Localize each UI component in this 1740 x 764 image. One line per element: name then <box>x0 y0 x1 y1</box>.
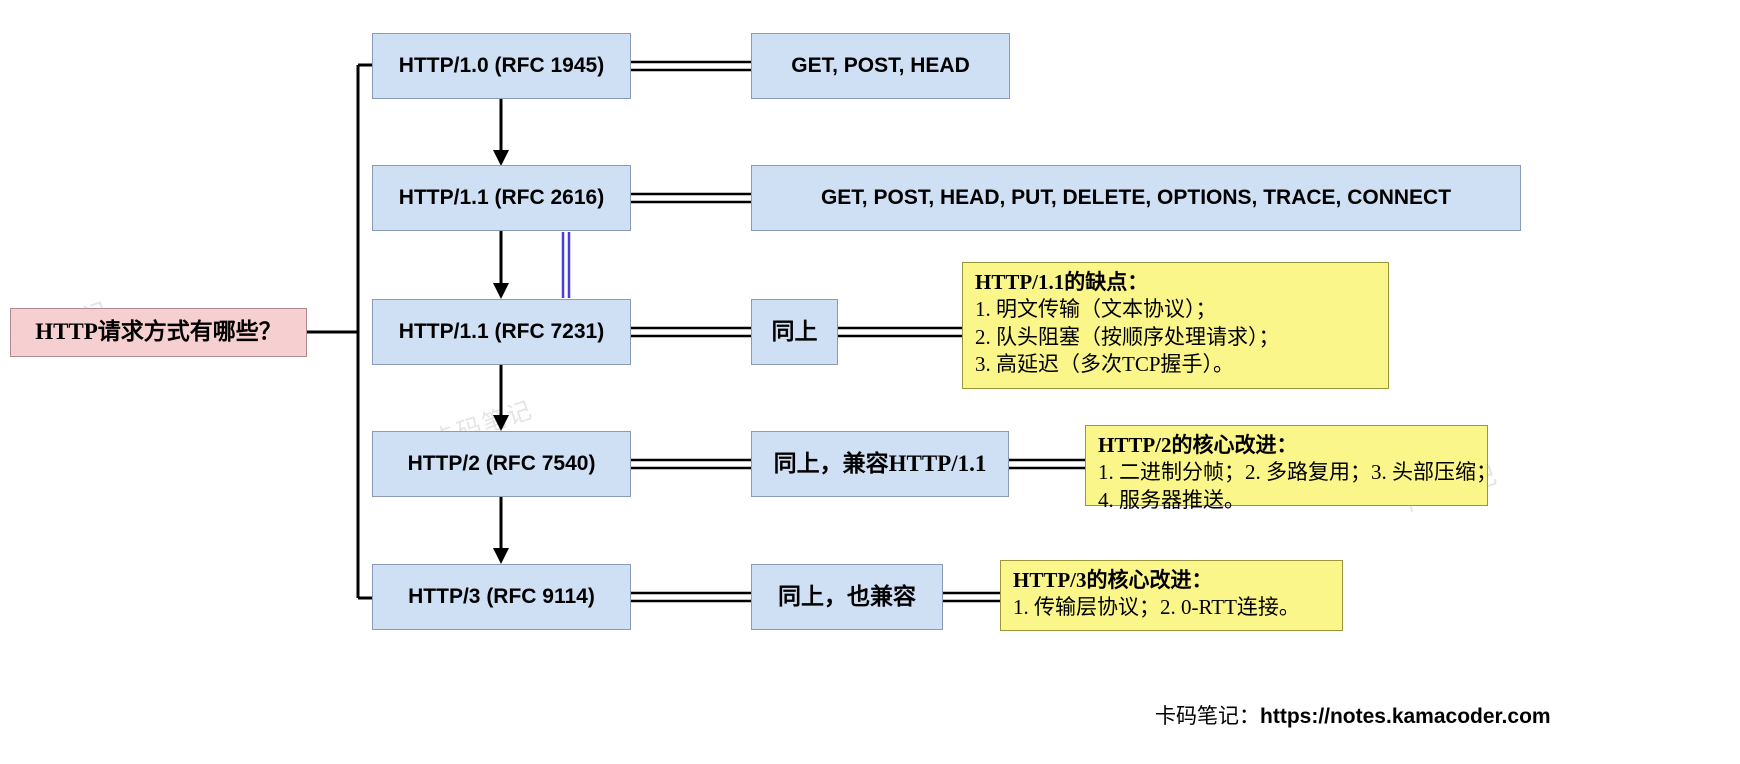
note-http2-line-1: 1. 二进制分帧；2. 多路复用；3. 头部压缩； <box>1098 460 1497 485</box>
root-node[interactable]: HTTP请求方式有哪些？ <box>10 308 307 357</box>
note-http11-heading: HTTP/1.1的缺点： <box>975 270 1149 294</box>
node-http3-label: HTTP/3 (RFC 9114) <box>408 584 595 608</box>
text-cursor-artifact <box>561 232 571 298</box>
note-http11-line-1: 1. 明文传输（文本协议）； <box>975 297 1217 322</box>
node-http10-label: HTTP/1.0 (RFC 1945) <box>398 53 605 77</box>
note-http2-heading: HTTP/2的核心改进： <box>1098 433 1298 457</box>
note-http3-line-1: 1. 传输层协议；2. 0-RTT连接。 <box>1013 595 1300 620</box>
node-methods-http11-2616[interactable]: GET, POST, HEAD, PUT, DELETE, OPTIONS, T… <box>751 165 1521 231</box>
node-http10[interactable]: HTTP/1.0 (RFC 1945) <box>372 33 631 99</box>
node-http11-7231-label: HTTP/1.1 (RFC 7231) <box>398 319 605 343</box>
node-http11-2616[interactable]: HTTP/1.1 (RFC 2616) <box>372 165 631 231</box>
note-http11-drawbacks[interactable]: HTTP/1.1的缺点： 1. 明文传输（文本协议）； 2. 队头阻塞（按顺序处… <box>962 262 1389 389</box>
node-methods-http10-label: GET, POST, HEAD <box>791 53 970 77</box>
node-methods-http3-label: 同上，也兼容 <box>778 583 916 609</box>
node-methods-http11-7231-label: 同上 <box>771 318 818 344</box>
note-http2-improvements[interactable]: HTTP/2的核心改进： 1. 二进制分帧；2. 多路复用；3. 头部压缩； 4… <box>1085 425 1497 512</box>
note-http11-line-3: 3. 高延迟（多次TCP握手）。 <box>975 351 1235 376</box>
footer-url: https://notes.kamacoder.com <box>1260 705 1551 728</box>
node-http2[interactable]: HTTP/2 (RFC 7540) <box>372 431 631 497</box>
node-methods-http11-2616-label: GET, POST, HEAD, PUT, DELETE, OPTIONS, T… <box>820 185 1452 209</box>
note-http2-line-2: 4. 服务器推送。 <box>1098 487 1245 512</box>
node-methods-http2-label: 同上，兼容HTTP/1.1 <box>773 450 987 476</box>
node-methods-http2[interactable]: 同上，兼容HTTP/1.1 <box>751 431 1009 497</box>
note-http3-heading: HTTP/3的核心改进： <box>1013 568 1213 592</box>
node-methods-http3[interactable]: 同上，也兼容 <box>751 564 943 630</box>
node-http11-2616-label: HTTP/1.1 (RFC 2616) <box>398 185 605 209</box>
root-node-label: HTTP请求方式有哪些？ <box>35 319 282 345</box>
note-http3-improvements[interactable]: HTTP/3的核心改进： 1. 传输层协议；2. 0-RTT连接。 <box>1000 560 1343 631</box>
node-http2-label: HTTP/2 (RFC 7540) <box>407 451 596 475</box>
node-http11-7231[interactable]: HTTP/1.1 (RFC 7231) <box>372 299 631 365</box>
node-methods-http11-7231[interactable]: 同上 <box>751 299 838 365</box>
note-http11-line-2: 2. 队头阻塞（按顺序处理请求）； <box>975 324 1280 349</box>
node-methods-http10[interactable]: GET, POST, HEAD <box>751 33 1010 99</box>
footer-prefix: 卡码笔记： <box>1155 704 1260 728</box>
node-http3[interactable]: HTTP/3 (RFC 9114) <box>372 564 631 630</box>
footer-credit: 卡码笔记：https://notes.kamacoder.com <box>1155 700 1551 730</box>
